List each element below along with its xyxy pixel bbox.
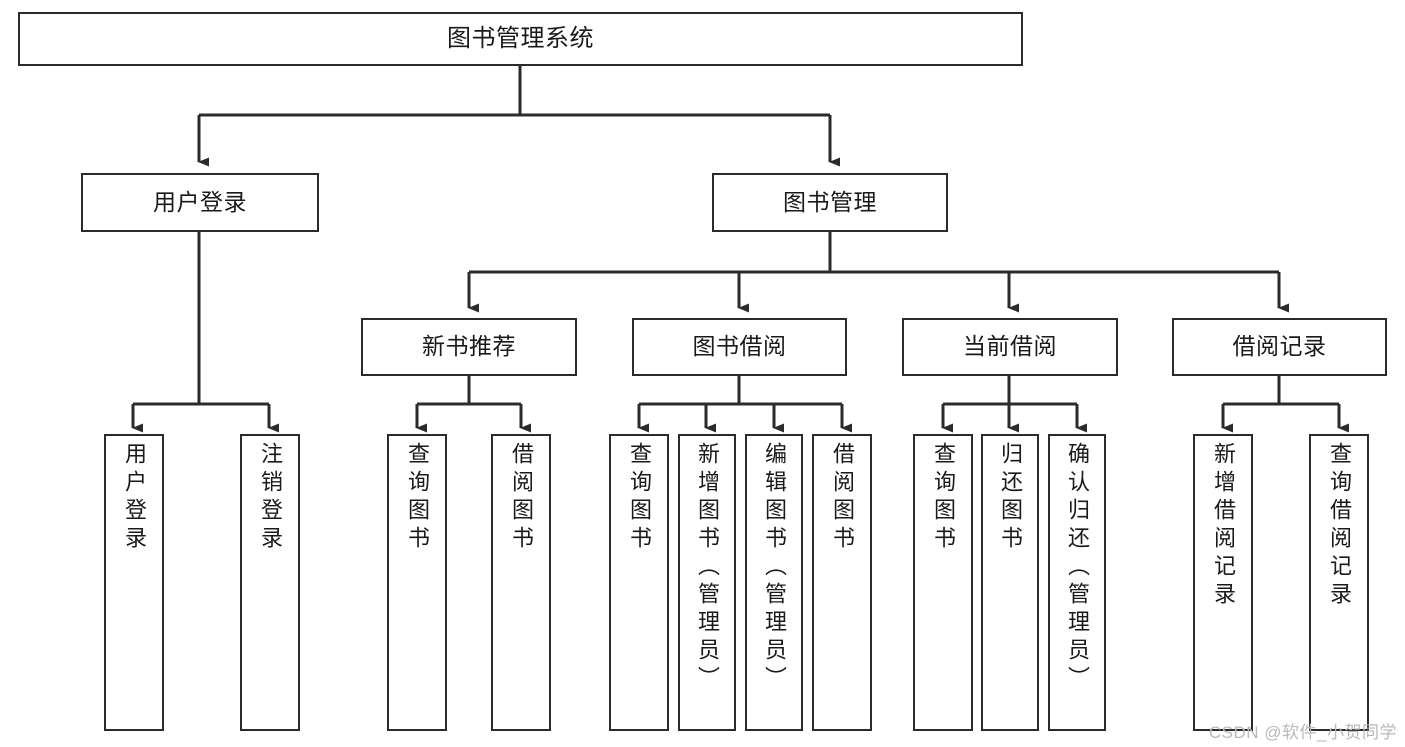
node-label: 用户登录 bbox=[153, 188, 247, 215]
leaf-label: 归还图书 bbox=[998, 442, 1023, 554]
csdn-watermark: CSDN @软件_小贺同学 bbox=[1208, 723, 1397, 742]
node-book-management[interactable]: 图书管理 bbox=[712, 173, 948, 232]
node-label: 图书管理 bbox=[783, 188, 877, 215]
leaf-label: 用户登录 bbox=[122, 442, 147, 554]
node-book-borrow[interactable]: 图书借阅 bbox=[632, 318, 847, 376]
node-root-book-management-system[interactable]: 图书管理系统 bbox=[18, 12, 1023, 66]
leaf-user-login-logout[interactable]: 注销登录 bbox=[240, 434, 300, 731]
node-label: 图书借阅 bbox=[692, 333, 787, 360]
leaf-book-borrow-add-book-admin[interactable]: 新增图书（管理员） bbox=[678, 434, 736, 731]
leaf-current-borrow-return-book[interactable]: 归还图书 bbox=[981, 434, 1039, 731]
leaf-borrow-record-add-record[interactable]: 新增借阅记录 bbox=[1193, 434, 1253, 731]
leaf-book-borrow-borrow-book[interactable]: 借阅图书 bbox=[812, 434, 872, 731]
leaf-label: 编辑图书（管理员） bbox=[762, 442, 787, 694]
node-label: 借阅记录 bbox=[1232, 333, 1327, 360]
leaf-label: 借阅图书 bbox=[830, 442, 855, 554]
leaf-label: 新增图书（管理员） bbox=[695, 442, 720, 694]
leaf-label: 查询图书 bbox=[627, 442, 652, 554]
leaf-book-borrow-query-book[interactable]: 查询图书 bbox=[609, 434, 669, 731]
node-borrow-record[interactable]: 借阅记录 bbox=[1172, 318, 1387, 376]
leaf-label: 查询图书 bbox=[931, 442, 956, 554]
leaf-book-borrow-edit-book-admin[interactable]: 编辑图书（管理员） bbox=[745, 434, 803, 731]
leaf-label: 新增借阅记录 bbox=[1211, 442, 1236, 610]
leaf-user-login-login[interactable]: 用户登录 bbox=[104, 434, 164, 731]
node-user-login[interactable]: 用户登录 bbox=[81, 173, 319, 232]
node-current-borrow[interactable]: 当前借阅 bbox=[902, 318, 1118, 376]
node-label: 当前借阅 bbox=[963, 333, 1057, 360]
leaf-borrow-record-query-record[interactable]: 查询借阅记录 bbox=[1309, 434, 1369, 731]
leaf-new-book-query-book[interactable]: 查询图书 bbox=[387, 434, 447, 731]
leaf-current-borrow-query-book[interactable]: 查询图书 bbox=[913, 434, 973, 731]
node-new-book-recommend[interactable]: 新书推荐 bbox=[361, 318, 577, 376]
leaf-label: 借阅图书 bbox=[509, 442, 534, 554]
leaf-label: 确认归还（管理员） bbox=[1065, 442, 1090, 694]
leaf-label: 注销登录 bbox=[258, 442, 283, 554]
node-label: 新书推荐 bbox=[422, 333, 516, 360]
leaf-label: 查询借阅记录 bbox=[1327, 442, 1352, 610]
node-label: 图书管理系统 bbox=[447, 24, 594, 52]
leaf-current-borrow-confirm-return-admin[interactable]: 确认归还（管理员） bbox=[1048, 434, 1106, 731]
leaf-new-book-borrow-book[interactable]: 借阅图书 bbox=[491, 434, 551, 731]
leaf-label: 查询图书 bbox=[405, 442, 430, 554]
